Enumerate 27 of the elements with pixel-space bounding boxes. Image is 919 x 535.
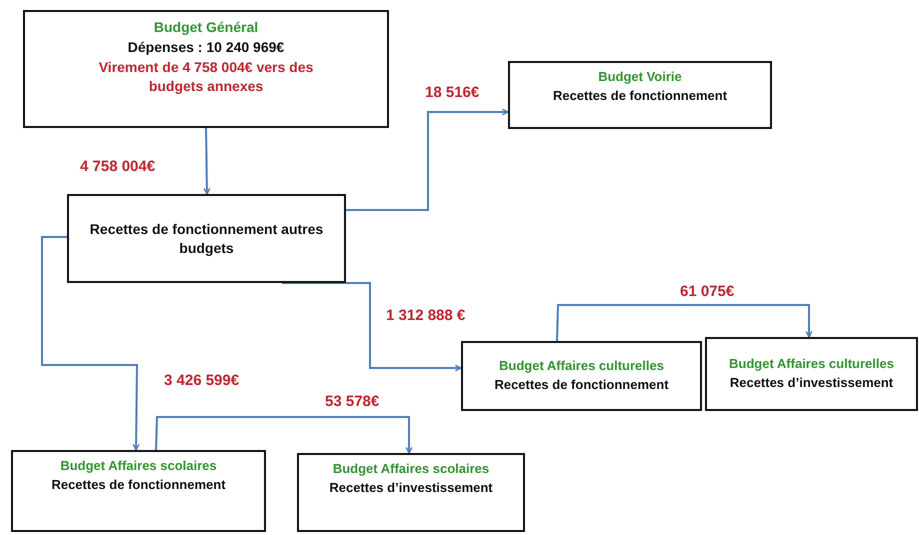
- arrow: [556, 304, 812, 342]
- budget-text: Recettes de fonctionnement: [494, 377, 669, 394]
- budget-text: Virement de 4 758 004€ vers des budgets annexes: [98, 58, 314, 95]
- budget-title: Budget Affaires culturelles: [729, 356, 894, 373]
- budget-text: Recettes de fonctionnement: [552, 88, 728, 105]
- budget-title: Budget Affaires scolaires: [332, 461, 490, 478]
- budget-title: Budget Voirie: [598, 69, 682, 86]
- budget-text: Recettes de fonctionnement autres budgets: [88, 220, 324, 257]
- budget-box: [11, 450, 266, 532]
- budget-box: [297, 453, 525, 532]
- arrow: [346, 108, 509, 211]
- budget-box: [508, 61, 772, 129]
- budget-box: [705, 337, 918, 411]
- budget-box: [23, 10, 389, 128]
- budget-box: [67, 194, 346, 283]
- budget-text: Recettes de fonctionnement: [51, 476, 226, 494]
- budget-text: Dépenses : 10 240 969€: [128, 38, 284, 56]
- arrow: [41, 236, 140, 451]
- budget-text: Recettes d’investissement: [730, 375, 894, 392]
- arrow: [155, 416, 412, 454]
- arrow: [282, 282, 462, 372]
- budget-title: Budget Affaires culturelles: [499, 358, 664, 375]
- arrow: [203, 128, 210, 195]
- budget-box: [461, 341, 702, 411]
- budget-title: Budget Affaires scolaires: [60, 458, 217, 475]
- budget-text: Recettes d’investissement: [329, 480, 493, 497]
- budget-title: Budget Général: [154, 18, 258, 36]
